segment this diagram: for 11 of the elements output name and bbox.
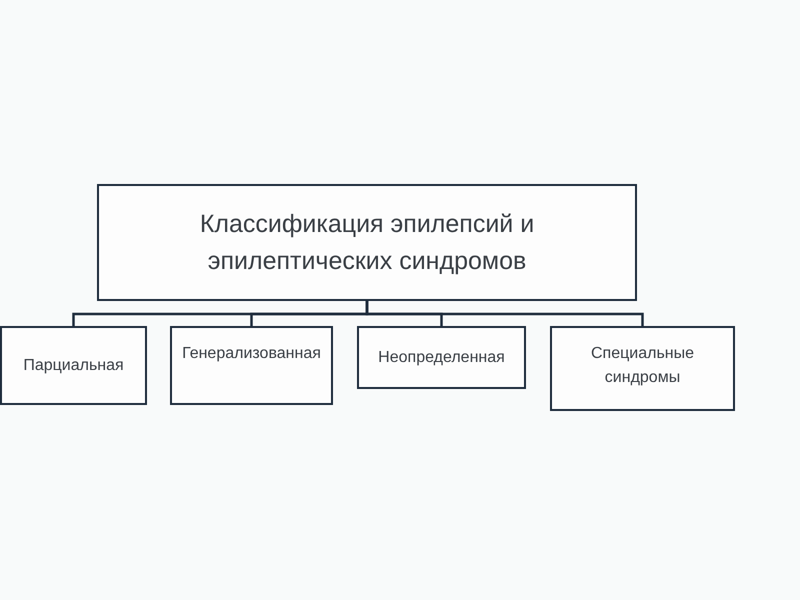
category-box xyxy=(550,326,735,411)
title-box xyxy=(97,184,637,301)
connector-line xyxy=(366,301,644,326)
category-box xyxy=(357,326,526,389)
category-box xyxy=(0,326,147,405)
box-label: Парциальная xyxy=(23,356,124,376)
box-label: Неопределенная xyxy=(378,348,505,368)
box-label: Специальные синдромы xyxy=(590,344,696,388)
box-label: Генерализованная xyxy=(182,344,321,364)
box-label: Классификация эпилепсий и эпилептических синдромов xyxy=(198,209,536,276)
category-box xyxy=(170,326,333,405)
